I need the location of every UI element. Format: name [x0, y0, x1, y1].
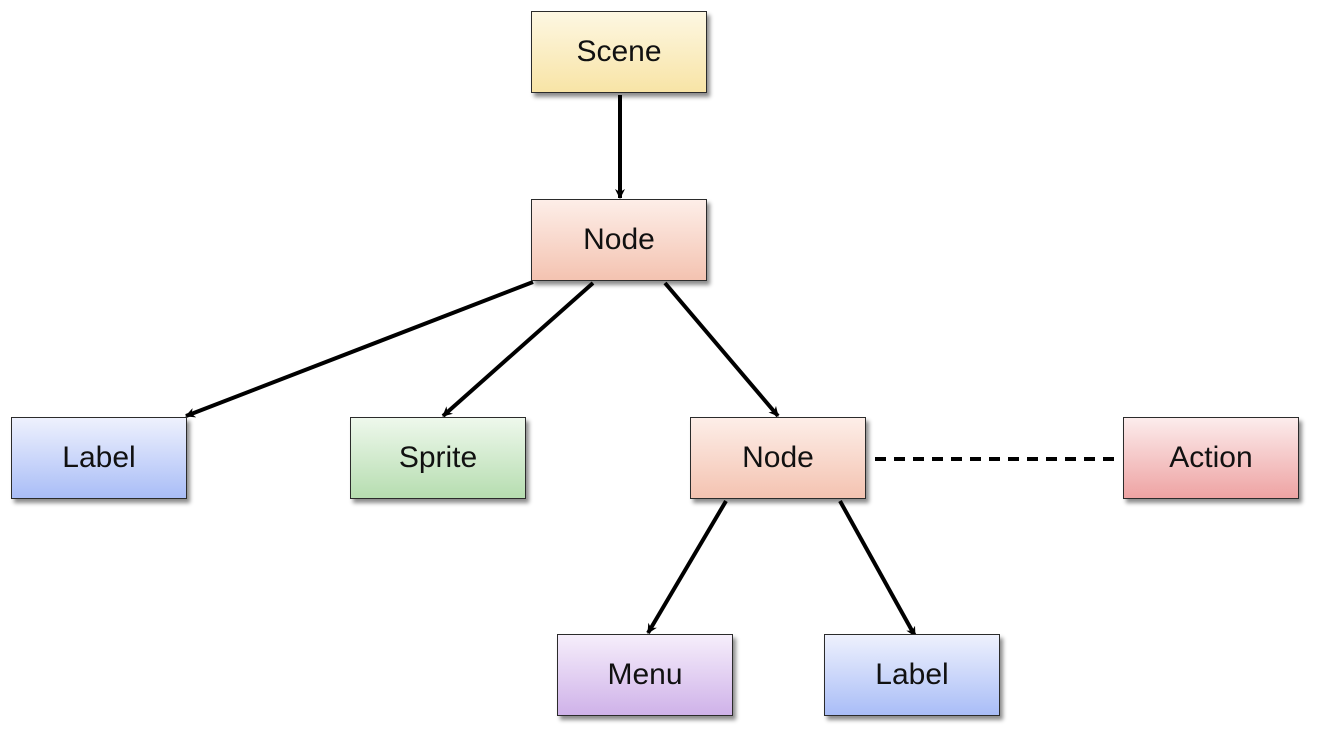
node-box-child[interactable]: Node: [690, 417, 866, 499]
label-box-left[interactable]: Label: [11, 417, 187, 499]
node-root-label: Node: [583, 223, 655, 256]
menu-label: Menu: [607, 658, 683, 691]
sprite-box[interactable]: Sprite: [350, 417, 526, 499]
node-child-label: Node: [742, 441, 814, 474]
label-bottom-text: Label: [875, 658, 949, 691]
scene-label: Scene: [576, 35, 662, 68]
sprite-label: Sprite: [398, 441, 478, 474]
edge-node-to-child-node: [663, 281, 780, 418]
action-box[interactable]: Action: [1123, 417, 1299, 499]
label-box-bottom[interactable]: Label: [824, 634, 1000, 716]
menu-box[interactable]: Menu: [557, 634, 733, 716]
edge-child-node-to-menu: [646, 499, 728, 635]
node-box-root[interactable]: Node: [531, 199, 707, 281]
scene-box[interactable]: Scene: [531, 11, 707, 93]
action-label: Action: [1169, 441, 1253, 474]
edge-child-node-to-label: [838, 500, 917, 637]
label-left-text: Label: [62, 441, 136, 474]
edge-node-to-label: [185, 280, 534, 418]
edge-node-to-sprite: [441, 281, 595, 418]
